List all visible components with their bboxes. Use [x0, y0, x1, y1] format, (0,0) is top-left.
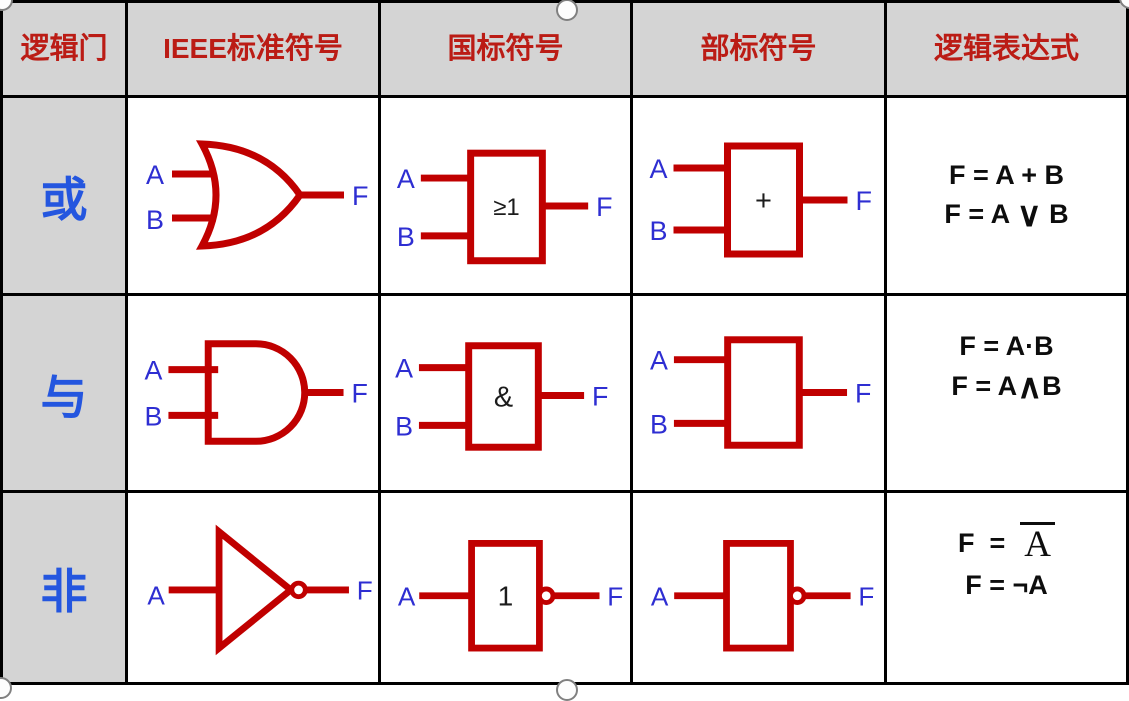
- expr-or-line1: F = A + B: [948, 159, 1065, 190]
- ieee-not-cell[interactable]: A F: [128, 493, 378, 682]
- output-f-label: F: [592, 381, 608, 411]
- wedge-operator: ∧: [1017, 367, 1043, 406]
- not-box-symbol: 1: [498, 580, 514, 611]
- input-a-label: A: [395, 354, 413, 384]
- header-ieee-column[interactable]: IEEE标准符号: [128, 3, 378, 95]
- bb-or-gate-diagram: + A B F: [650, 142, 873, 258]
- inversion-bubble: [289, 580, 308, 600]
- input-a-label: A: [398, 581, 416, 611]
- and-box-symbol: &: [494, 381, 513, 413]
- or-gate-shape: [195, 140, 305, 250]
- output-f-label: F: [352, 181, 369, 211]
- expr-not-line2: F = ¬A: [965, 569, 1048, 600]
- input-a-label: A: [650, 346, 668, 376]
- input-b-label: B: [395, 411, 413, 441]
- header-gb-label: 国标符号: [447, 32, 564, 65]
- header-gate-column[interactable]: 逻辑门: [3, 3, 125, 95]
- selection-handle-bottom-center[interactable]: [556, 679, 578, 701]
- header-bb-label: 部标符号: [700, 32, 817, 65]
- input-b-label: B: [650, 216, 668, 246]
- gb-and-gate-diagram: & A B F: [395, 342, 608, 451]
- input-b-label: B: [650, 409, 668, 439]
- ieee-not-gate-diagram: A F: [147, 524, 373, 656]
- gate-name-not-label: 非: [40, 567, 88, 619]
- gb-or-cell[interactable]: ≥1 A B F: [381, 98, 630, 293]
- expr-and-line2: F = A∧B: [951, 367, 1062, 406]
- and-box-shape: [465, 342, 542, 451]
- header-ieee-label: IEEE标准符号: [163, 32, 343, 65]
- input-a-label: A: [147, 580, 165, 610]
- input-a-label: A: [651, 581, 669, 611]
- header-bb-column[interactable]: 部标符号: [633, 3, 884, 95]
- output-f-label: F: [596, 192, 612, 222]
- expr-cell-not[interactable]: F = A F = ¬A: [887, 493, 1126, 682]
- bb-and-gate-diagram: A B F: [650, 336, 871, 449]
- bb-or-cell[interactable]: + A B F: [633, 98, 884, 293]
- output-f-label: F: [855, 378, 871, 408]
- header-expr-column[interactable]: 逻辑表达式: [887, 3, 1126, 95]
- header-gate-label: 逻辑门: [20, 32, 108, 65]
- gate-name-or-label: 或: [40, 175, 88, 227]
- header-gb-column[interactable]: 国标符号: [381, 3, 630, 95]
- overline-a: A: [1020, 521, 1055, 563]
- and-gate-shape: [204, 340, 309, 445]
- or-box-shape: [467, 149, 546, 265]
- gate-name-not[interactable]: 非: [3, 493, 125, 682]
- inversion-bubble: [537, 586, 556, 605]
- gate-name-and[interactable]: 与: [3, 296, 125, 490]
- output-f-label: F: [357, 576, 373, 606]
- input-a-label: A: [145, 356, 163, 386]
- output-f-label: F: [858, 581, 874, 611]
- gate-name-or[interactable]: 或: [3, 98, 125, 293]
- output-f-label: F: [351, 378, 367, 408]
- header-expr-label: 逻辑表达式: [933, 32, 1079, 65]
- gb-not-cell[interactable]: 1 A F: [381, 493, 630, 682]
- bb-and-cell[interactable]: A B F: [633, 296, 884, 490]
- output-f-label: F: [607, 581, 623, 611]
- expr-or-line2: F = A ∨ B: [944, 196, 1069, 235]
- not-box-shape: [723, 540, 794, 652]
- input-b-label: B: [145, 401, 163, 431]
- inversion-bubble: [788, 586, 807, 605]
- logic-gate-symbol-table[interactable]: 逻辑门 IEEE标准符号 国标符号 部标符号 逻辑表达式 或 A B F ≥1: [0, 0, 1129, 685]
- input-a-label: A: [650, 154, 668, 184]
- output-f-label: F: [856, 186, 873, 216]
- ieee-or-gate-diagram: A B F: [146, 140, 369, 250]
- gate-name-and-label: 与: [40, 372, 88, 425]
- expr-not-line1: F = A: [958, 521, 1055, 563]
- bb-not-gate-diagram: A F: [651, 540, 874, 652]
- input-a-label: A: [397, 164, 415, 194]
- ieee-or-cell[interactable]: A B F: [128, 98, 378, 293]
- input-b-label: B: [146, 205, 164, 235]
- input-b-label: B: [397, 222, 415, 252]
- expr-and-line1: F = A·B: [959, 331, 1054, 362]
- expr-cell-and[interactable]: F = A·B F = A∧B: [887, 296, 1126, 490]
- input-a-label: A: [146, 160, 164, 190]
- ieee-and-gate-diagram: A B F: [145, 340, 368, 445]
- and-box-shape: [724, 336, 803, 449]
- gb-not-gate-diagram: 1 A F: [398, 540, 623, 652]
- not-triangle-shape: [215, 524, 297, 656]
- vee-operator: ∨: [1016, 196, 1042, 235]
- expr-cell-or[interactable]: F = A + B F = A ∨ B: [887, 98, 1126, 293]
- gb-or-gate-diagram: ≥1 A B F: [397, 149, 613, 265]
- ieee-and-cell[interactable]: A B F: [128, 296, 378, 490]
- bb-not-cell[interactable]: A F: [633, 493, 884, 682]
- or-box-symbol: ≥1: [493, 194, 519, 221]
- gb-and-cell[interactable]: & A B F: [381, 296, 630, 490]
- or-box-symbol: +: [755, 185, 772, 217]
- selection-handle-top-center[interactable]: [556, 0, 578, 21]
